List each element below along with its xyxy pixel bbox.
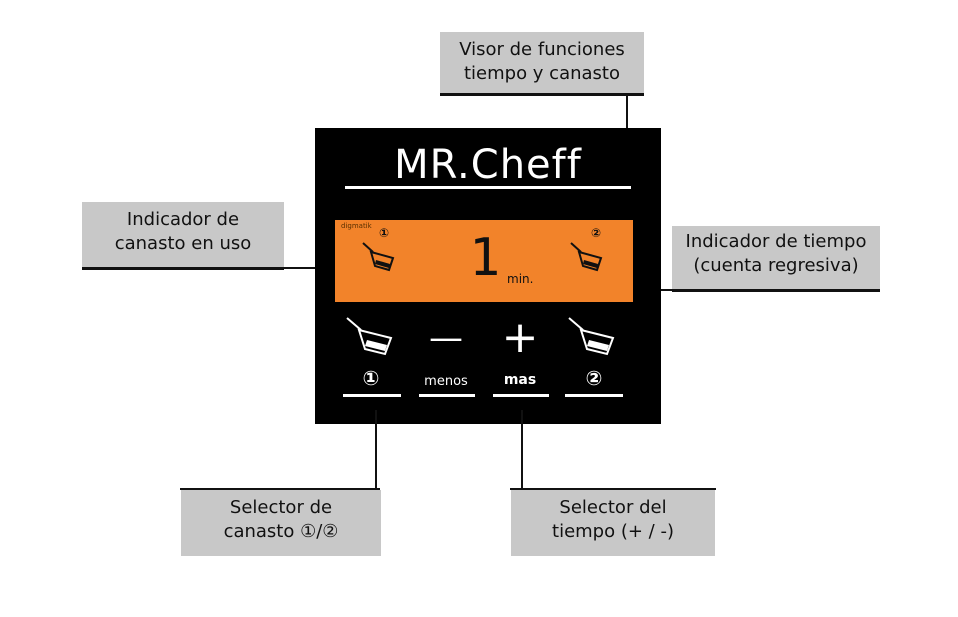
callout-basket-indicator: Indicador de canasto en uso xyxy=(82,202,284,270)
lcd-time-unit: min. xyxy=(507,272,534,286)
callout-display-line2: tiempo y canasto xyxy=(463,63,620,84)
callout-basket-selector-line1: Selector de xyxy=(229,497,333,518)
plus-underline xyxy=(493,394,549,397)
minus-icon: — xyxy=(429,318,463,358)
basket-icon xyxy=(362,242,395,272)
callout-time-selector-line2: tiempo (+ / -) xyxy=(552,521,674,542)
callout-time-indicator-line1: Indicador de tiempo xyxy=(685,231,867,252)
plus-icon: + xyxy=(501,312,539,363)
plus-label: mas xyxy=(503,372,537,388)
basket2-selector-underline xyxy=(565,394,623,397)
callout-time-selector-line1: Selector del xyxy=(559,497,667,518)
callout-basket-indicator-line1: Indicador de xyxy=(126,209,240,230)
minus-underline xyxy=(419,394,475,397)
callout-display: Visor de funciones tiempo y canasto xyxy=(440,32,644,96)
lcd-display: digmatik ① 1 min. ② xyxy=(335,220,633,302)
brand-logo: MR.Cheff xyxy=(394,142,582,188)
basket-icon xyxy=(568,317,615,356)
lcd-basket1-number: ① xyxy=(379,226,390,240)
callout-basket-selector-line2: canasto ①/② xyxy=(223,521,339,542)
connector-time-selector xyxy=(521,410,523,490)
callout-time-selector: Selector del tiempo (+ / -) xyxy=(511,490,715,556)
callout-basket-selector: Selector de canasto ①/② xyxy=(181,490,381,556)
plus-button[interactable]: + mas xyxy=(489,314,551,400)
connector-time-selector-top xyxy=(510,488,716,490)
basket2-selector-label: ② xyxy=(585,366,603,390)
control-panel: MR.Cheff digmatik ① 1 min. ② ① — menos xyxy=(315,128,661,424)
minus-label: menos xyxy=(424,374,468,389)
callout-time-indicator-line2: (cuenta regresiva) xyxy=(693,255,859,276)
connector-basket-selector-top xyxy=(180,488,380,490)
basket1-selector-label: ① xyxy=(362,366,380,390)
lcd-maker-label: digmatik xyxy=(341,222,372,230)
basket2-selector-button[interactable]: ② xyxy=(561,314,627,400)
brand-underline xyxy=(345,186,631,189)
lcd-time-digit: 1 xyxy=(469,228,501,288)
callout-time-indicator: Indicador de tiempo (cuenta regresiva) xyxy=(672,226,880,292)
lcd-basket2-number: ② xyxy=(591,226,602,240)
callout-basket-indicator-line2: canasto en uso xyxy=(114,233,252,254)
basket-icon xyxy=(570,242,603,272)
connector-basket-selector xyxy=(375,410,377,490)
minus-button[interactable]: — menos xyxy=(415,314,477,400)
basket1-selector-button[interactable]: ① xyxy=(339,314,403,400)
basket-icon xyxy=(346,317,393,356)
basket1-selector-underline xyxy=(343,394,401,397)
callout-display-line1: Visor de funciones xyxy=(459,39,625,60)
